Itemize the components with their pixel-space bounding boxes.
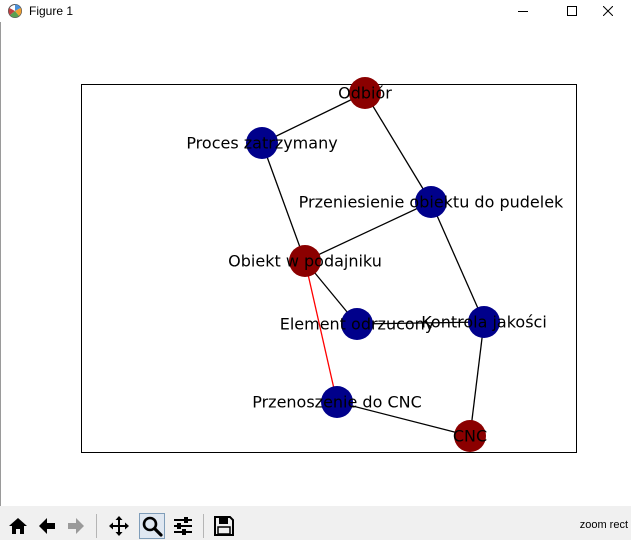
toolbar-separator [203,514,204,538]
sliders-icon [174,517,192,535]
forward-button[interactable] [63,513,89,539]
minimize-button[interactable] [500,0,546,22]
graph-node-label-cnc: CNC [453,427,487,446]
graph-node-przeniesienie [415,186,447,218]
graph-node-odbior [349,77,381,109]
graph-edge-odbior-proces [261,92,366,144]
window-titlebar: Figure 1 [0,0,631,22]
save-button[interactable] [211,513,237,539]
graph-edge-przenoszenie-cnc [336,401,471,437]
home-button[interactable] [5,513,31,539]
arrow-left-icon [39,518,55,534]
graph-node-label-obiekt: Obiekt w podajniku [228,252,382,271]
graph-edge-element-kontrola [356,321,485,325]
zoom-icon [142,516,163,537]
graph-edge-obiekt-przenoszenie [304,260,338,403]
save-icon [214,516,234,536]
minimize-icon [518,11,528,12]
home-icon [9,518,27,534]
back-button[interactable] [34,513,60,539]
graph-node-label-proces: Proces zatrzymany [186,134,337,153]
graph-node-label-kontrola: Kontrola jakości [421,313,547,332]
graph-edge-proces-obiekt [261,142,306,262]
graph-node-cnc [454,420,486,452]
navigation-toolbar: zoom rect [0,506,631,540]
window-left-border [0,22,1,540]
graph-node-label-element: Element odrzucony [280,315,435,334]
graph-node-element [341,308,373,340]
graph-node-przenoszenie [321,386,353,418]
graph-node-label-odbior: Odbiór [338,84,392,103]
graph-node-label-przeniesienie: Przeniesienie obiektu do pudelek [299,193,564,212]
move-icon [109,516,129,536]
arrow-right-icon [68,518,84,534]
status-message: zoom rect [579,519,628,531]
toolbar-separator [96,514,97,538]
close-button[interactable] [585,0,631,22]
maximize-icon [567,6,577,16]
zoom-button[interactable] [139,513,165,539]
graph-edge-kontrola-cnc [469,321,485,437]
maximize-button[interactable] [549,0,595,22]
graph-nodes [246,77,500,452]
graph-node-proces [246,127,278,159]
graph-edge-odbior-przeniesienie [364,92,432,203]
graph-node-obiekt [289,245,321,277]
window-title: Figure 1 [29,4,74,18]
graph-node-kontrola [468,306,500,338]
graph-node-label-przenoszenie: Przenoszenie do CNC [252,393,422,412]
subplots-button[interactable] [170,513,196,539]
graph-edge-przeniesienie-obiekt [304,201,432,262]
graph-edge-przeniesienie-kontrola [430,201,485,323]
matplotlib-logo-icon [8,4,22,18]
graph-edges [261,92,485,437]
pan-button[interactable] [106,513,132,539]
close-icon [603,6,613,16]
